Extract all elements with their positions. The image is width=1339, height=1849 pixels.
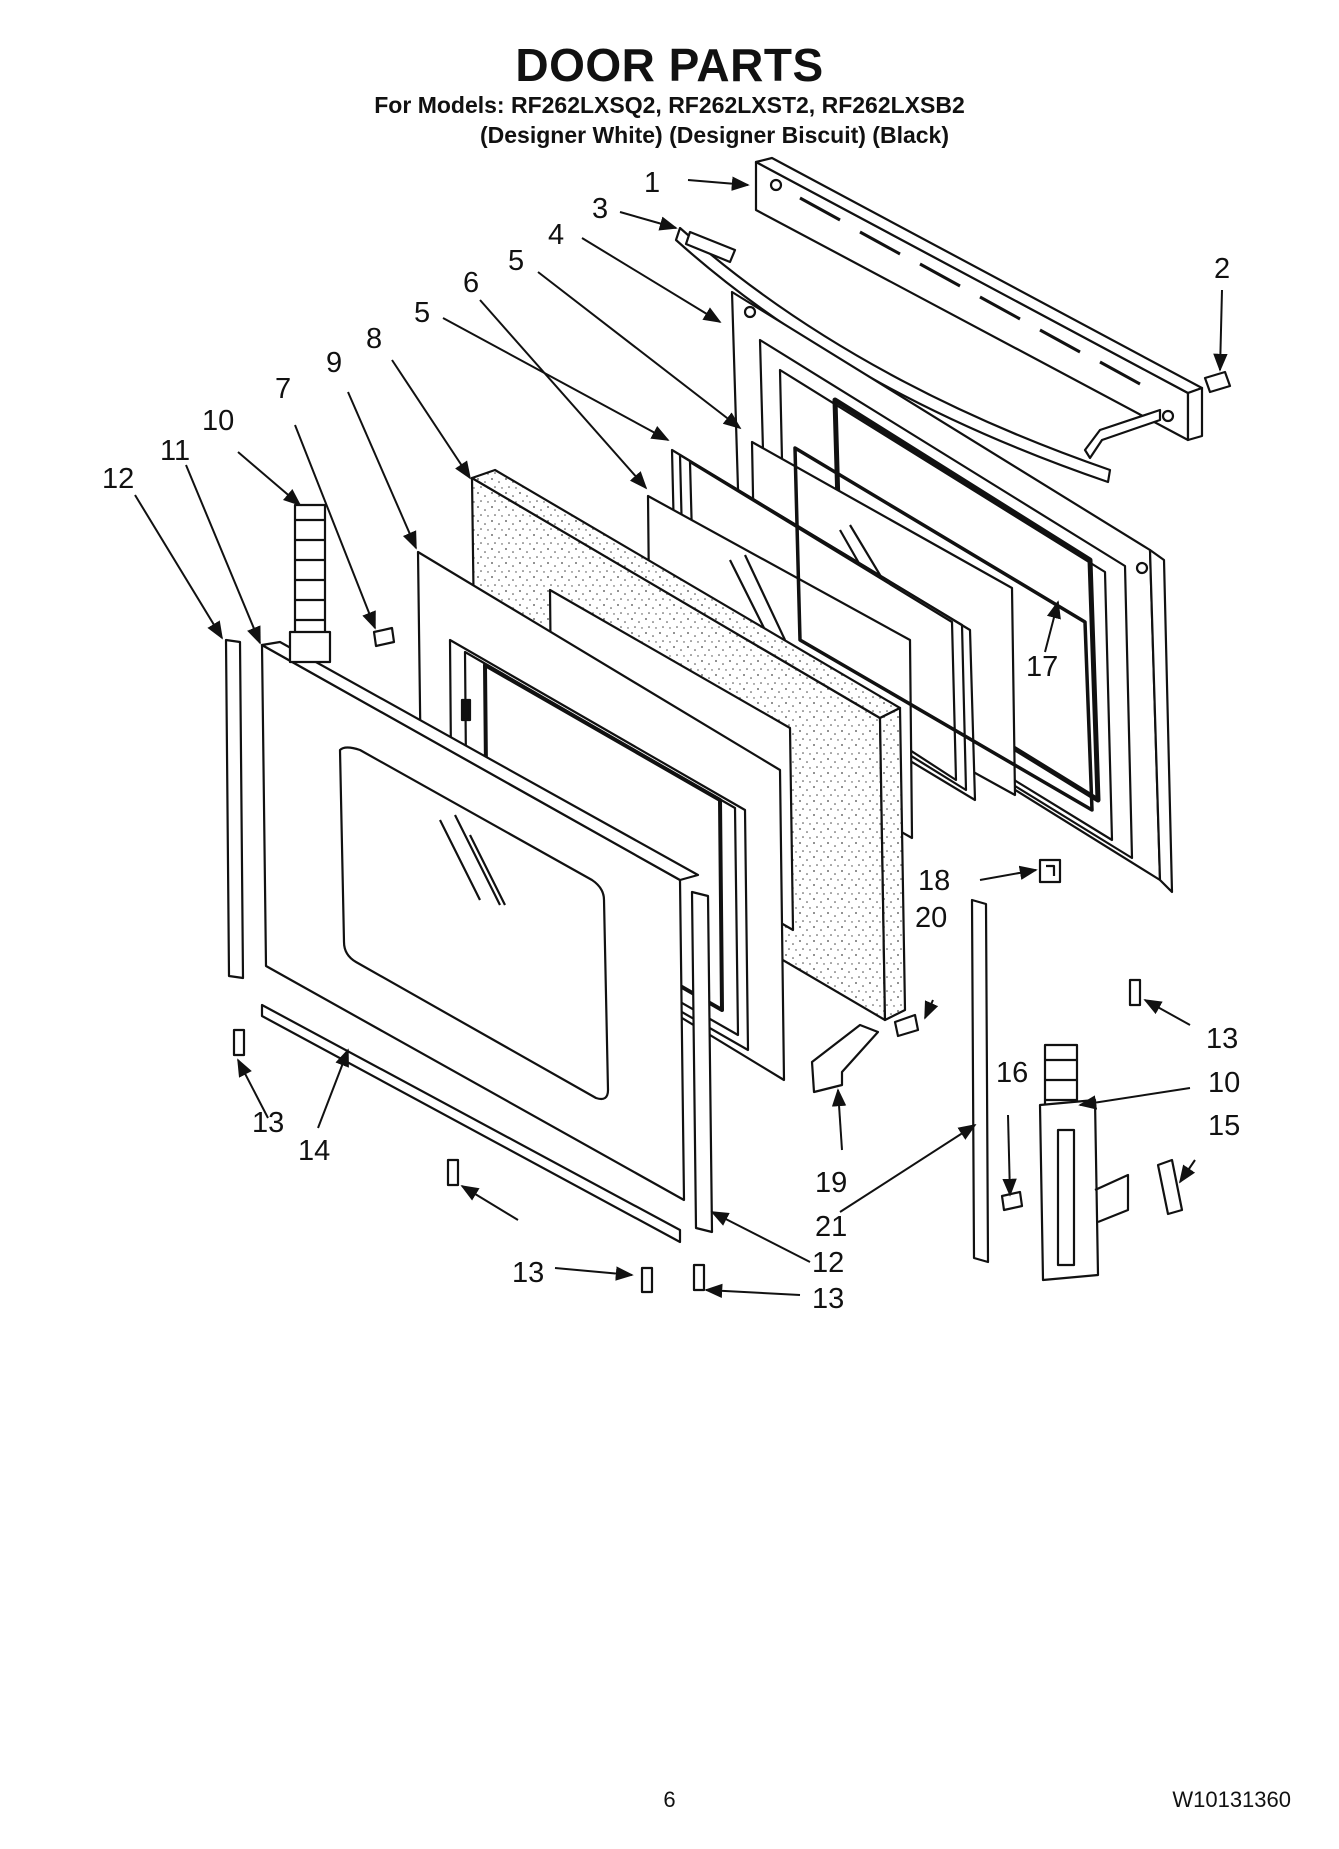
callout-6: 6 — [463, 267, 479, 299]
callout-4: 4 — [548, 219, 564, 251]
callout-16: 16 — [996, 1057, 1028, 1089]
page-title: DOOR PARTS — [515, 39, 824, 91]
callout-2: 2 — [1214, 253, 1230, 285]
callout-5a: 5 — [508, 245, 524, 277]
callout-8: 8 — [366, 323, 382, 355]
bracket-part — [810, 1023, 880, 1094]
callout-18: 18 — [918, 865, 950, 897]
callout-9: 9 — [326, 347, 342, 379]
callout-11: 11 — [160, 435, 190, 467]
callout-5b: 5 — [414, 297, 430, 329]
leader-arrows — [134, 176, 1228, 1299]
colors-line: (Designer White) (Designer Biscuit) (Bla… — [479, 122, 950, 148]
page-number: 6 — [663, 1787, 676, 1812]
callout-19: 19 — [815, 1167, 847, 1199]
callout-10a: 10 — [202, 405, 234, 437]
clip-part — [1038, 858, 1062, 884]
callout-21: 21 — [815, 1211, 847, 1243]
latch-rod-part — [970, 898, 990, 1264]
callout-12a: 12 — [102, 463, 134, 495]
door-gasket-part — [793, 446, 1094, 812]
callout-15: 15 — [1208, 1110, 1240, 1142]
callout-13d: 13 — [812, 1283, 844, 1315]
vent-trim-part — [754, 156, 1204, 442]
callout-13c: 13 — [512, 1257, 544, 1289]
bottom-trim-part — [260, 1003, 682, 1244]
callout-13a: 13 — [1206, 1023, 1238, 1055]
callout-14: 14 — [298, 1135, 330, 1167]
side-trim-right-part — [690, 890, 714, 1234]
callout-7: 7 — [275, 373, 291, 405]
callout-20: 20 — [915, 902, 947, 934]
callout-17: 17 — [1026, 651, 1058, 683]
callout-10b: 10 — [1208, 1067, 1240, 1099]
small-clip-part — [1156, 1158, 1184, 1216]
callout-1: 1 — [644, 167, 660, 199]
models-line: For Models: RF262LXSQ2, RF262LXST2, RF26… — [374, 92, 965, 118]
hinge-right-part — [1038, 1043, 1130, 1282]
callout-13b: 13 — [252, 1107, 284, 1139]
side-trim-left-part — [224, 638, 245, 980]
callout-numbers: 1 3 4 5 6 5 8 9 7 10 11 12 2 17 18 20 13… — [102, 167, 1240, 1315]
callout-3: 3 — [592, 193, 608, 225]
hinge-left-part — [288, 503, 332, 664]
document-number: W10131360 — [1172, 1787, 1291, 1812]
callout-12b: 12 — [812, 1247, 844, 1279]
front-door-panel-part — [260, 640, 700, 1202]
